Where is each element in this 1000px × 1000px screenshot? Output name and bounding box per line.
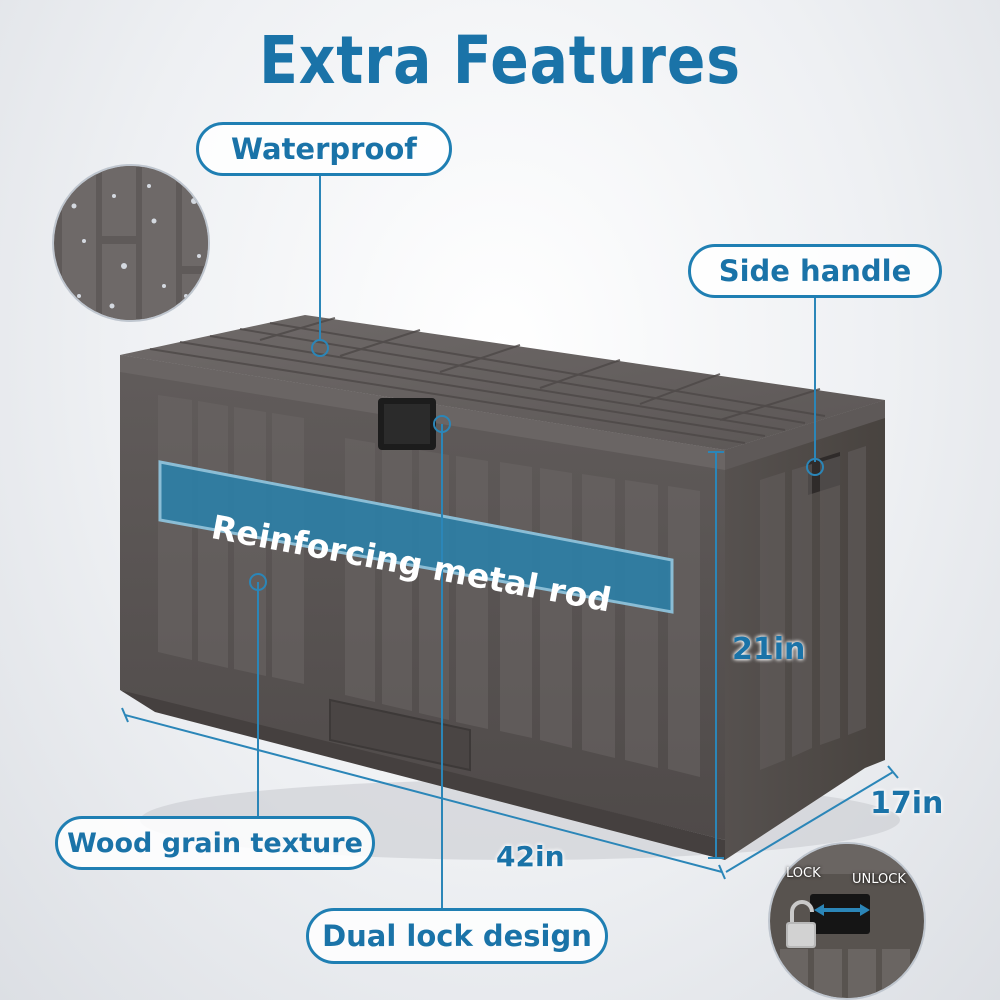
width-dimension: 42in <box>496 840 565 873</box>
lock-detail-image <box>770 844 924 998</box>
page-title: Extra Features <box>259 22 741 99</box>
waterproof-texture-inset <box>52 164 210 322</box>
metal-rod-banner <box>158 460 674 614</box>
lock-label: LOCK <box>786 866 821 881</box>
lock-detail-inset <box>768 842 926 1000</box>
wet-wood-texture-image <box>54 166 208 320</box>
side-handle-label: Side handle <box>688 244 942 298</box>
padlock-icon <box>786 900 816 948</box>
dual-lock-label: Dual lock design <box>306 908 608 964</box>
height-dimension: 21in <box>732 632 806 667</box>
waterproof-label: Waterproof <box>196 122 452 176</box>
wood-grain-label: Wood grain texture <box>55 816 375 870</box>
unlock-label: UNLOCK <box>852 872 906 887</box>
depth-dimension: 17in <box>870 786 944 821</box>
